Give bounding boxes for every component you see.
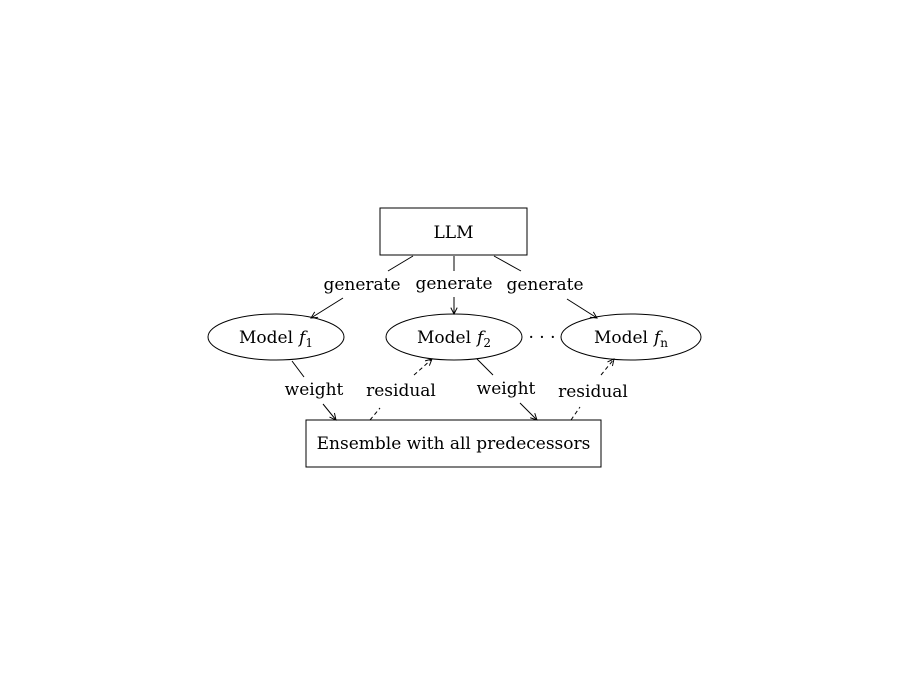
ensemble-label: Ensemble with all predecessors	[317, 434, 591, 454]
edge-weight-2-label: weight	[477, 379, 536, 399]
ensemble-node: Ensemble with all predecessors	[305, 419, 602, 468]
edge-generate-n: generate	[493, 255, 597, 318]
ellipsis-dots: · · ·	[528, 328, 555, 348]
edge-residual-2-label: residual	[366, 381, 436, 401]
model-2-word: Model	[417, 328, 471, 348]
model-n-word: Model	[594, 328, 648, 348]
model-1-ellipse	[207, 313, 345, 361]
model-2-var: f	[475, 328, 486, 348]
edge-generate-n-label: generate	[506, 275, 583, 295]
model-1-word: Model	[239, 328, 293, 348]
edge-weight-1-label: weight	[285, 380, 344, 400]
llm-node: LLM	[379, 207, 528, 256]
model-n-ellipse	[560, 313, 702, 361]
ensemble-box	[305, 419, 602, 468]
model-n-var: f	[652, 328, 663, 348]
edge-generate-2: generate	[415, 256, 493, 314]
llm-label: LLM	[434, 223, 474, 243]
model-1-var: f	[297, 328, 308, 348]
llm-box	[379, 207, 528, 256]
edge-residual-n-label: residual	[558, 382, 628, 402]
edge-generate-1: generate	[311, 255, 414, 318]
edge-residual-2: residual	[366, 359, 436, 421]
edge-generate-2-label: generate	[415, 274, 492, 294]
model-2-sub: 2	[483, 336, 491, 350]
edge-generate-1-label: generate	[323, 275, 400, 295]
edge-residual-n: residual	[558, 359, 628, 421]
model-n-sub: n	[660, 336, 668, 350]
model-1-sub: 1	[305, 336, 313, 350]
edge-weight-2: weight	[477, 358, 537, 420]
edge-weight-1: weight	[285, 360, 344, 420]
